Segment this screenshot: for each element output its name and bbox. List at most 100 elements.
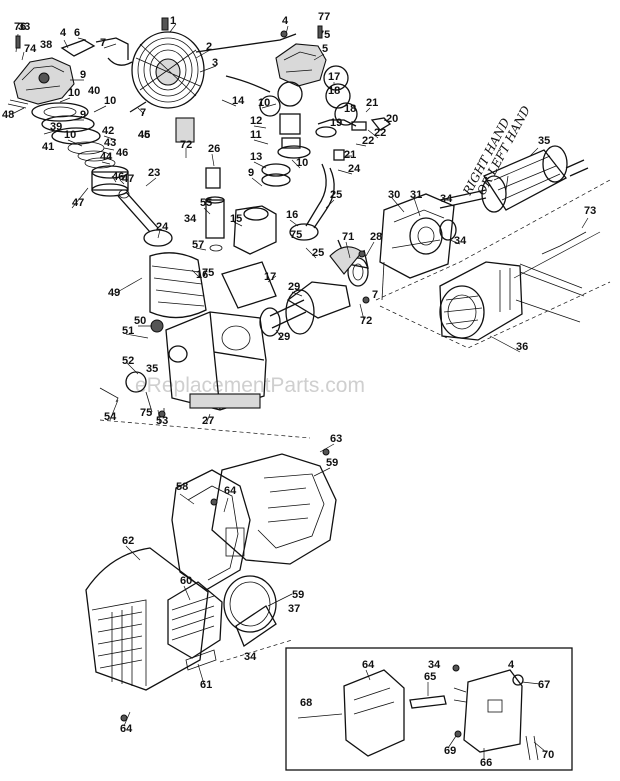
callout-label: 73 [584,205,596,217]
callout-label: 54 [104,411,117,423]
callout-label: 14 [232,95,245,107]
callout-label: 6 [74,27,80,39]
callout-label: 63 [330,433,342,445]
callout-label: 72 [360,315,372,327]
callout-label: 16 [196,269,208,281]
callout-label: 39 [50,121,62,133]
callout-label: 37 [288,603,300,615]
callout-label: 21 [366,97,378,109]
callout-label: 31 [410,189,422,201]
fastener-glyphs [15,25,587,722]
callout-label: 40 [88,85,100,97]
callout-label: 77 [318,11,330,23]
callout-label: 5 [322,43,328,55]
callout-label: 75 [140,407,152,419]
right-head-assembly [175,43,392,241]
callout-label: 3 [212,57,218,69]
callout-label: 70 [542,749,554,761]
callout-label: 41 [42,141,54,153]
crankshaft [259,239,369,337]
fan-shroud-assembly [85,453,337,691]
callout-label: 66 [480,757,492,769]
callout-label: 43 [104,137,116,149]
pressure-switch-inset [285,647,573,771]
callout-label: 4 [282,15,289,27]
callout-label: 38 [40,39,52,51]
callout-label: 2 [206,41,212,53]
motor-end-housing [379,193,457,301]
callout-label: 74 [24,43,37,55]
callout-label: 59 [292,589,304,601]
callout-label: 69 [444,745,456,757]
callout-label: 75 [290,229,302,241]
callout-label: 30 [388,189,400,201]
callout-label: 34 [244,651,257,663]
callout-label: 27 [202,415,214,427]
callout-label: 15 [230,213,242,225]
callout-label: 7 [372,289,378,301]
callout-label: 57 [192,239,204,251]
callout-label: 48 [2,109,14,121]
callout-label: 52 [122,355,134,367]
callout-label: 55 [200,197,212,209]
motor-rotor [439,145,589,213]
callout-label: 61 [200,679,212,691]
intercooler-coil [129,17,297,113]
callout-label: 11 [250,129,262,141]
callout-label: 65 [424,671,436,683]
callout-label: 49 [108,287,120,299]
callout-label: 34 [184,213,197,225]
callout-label: 72 [180,139,192,151]
callout-label: 18 [328,85,340,97]
motor-stator [439,261,585,341]
assembly-guide-lines [99,179,611,439]
watermark: eReplacementParts.com [135,374,365,397]
callout-label: 29 [278,331,290,343]
callout-label: 17 [328,71,340,83]
callout-label: 67 [538,679,550,691]
callout-label: 22 [374,127,386,139]
callout-label: 26 [208,143,220,155]
callout-label: 24 [156,221,169,233]
callout-label: 4 [60,27,67,39]
callout-label: 1 [170,15,176,27]
callout-label: 9 [80,109,86,121]
callout-label: 58 [176,481,188,493]
callout-label: 45 [138,129,150,141]
callout-label: 44 [100,151,113,163]
callout-label: 64 [224,485,237,497]
callout-label: 46 [116,147,128,159]
callout-label: 10 [68,87,80,99]
callout-label: 36 [516,341,528,353]
callout-label: 51 [122,325,134,337]
callout-label: 42 [102,125,114,137]
callout-label: 22 [362,135,374,147]
callout-label: 34 [440,193,453,205]
callout-label: 23 [148,167,160,179]
callout-label: 47 [122,173,134,185]
handwritten-note: RIGHT HAND OR LEFT HAND [460,103,533,198]
callout-label: 19 [330,117,342,129]
callout-label: 4 [508,659,515,671]
callout-label: 68 [300,697,312,709]
callout-label: 16 [286,209,298,221]
callout-label: 59 [326,457,338,469]
callout-label: 9 [248,167,254,179]
callout-label: 35 [538,135,550,147]
callout-label: 20 [386,113,398,125]
callout-label: 34 [428,659,441,671]
callout-label: 10 [64,129,76,141]
callout-label: 18 [344,103,356,115]
left-head-assembly [7,37,173,247]
callout-label: 33 [18,21,30,33]
callout-label: 12 [250,115,262,127]
callout-label: 25 [330,189,342,201]
callout-label: 7 [100,37,106,49]
callout-label: 25 [312,247,324,259]
callout-label: 10 [104,95,116,107]
callout-label: 75 [202,267,214,279]
callout-label: 21 [344,149,356,161]
callout-label: 9 [80,69,86,81]
callout-label: 76 [14,21,26,33]
